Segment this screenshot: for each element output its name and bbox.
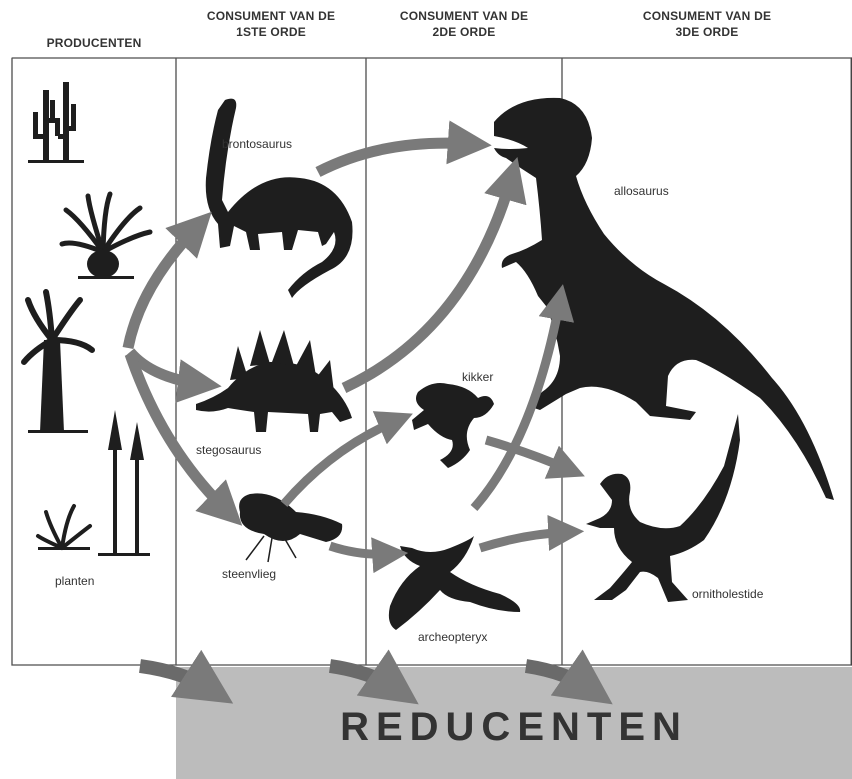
third-order-header: CONSUMENT VAN DE 3DE ORDE	[562, 8, 852, 40]
plants-label: planten	[55, 574, 94, 588]
arrow-stegosaurus-to-allosaurus	[344, 176, 512, 388]
second-order-header: CONSUMENT VAN DE 2DE ORDE	[366, 8, 562, 40]
cycad-plant-icon	[62, 194, 150, 279]
cactus-plant-icon	[28, 82, 84, 163]
arrow-plants-to-brontosaurus	[128, 226, 198, 348]
producers-header: PRODUCENTEN	[12, 35, 176, 51]
frog-icon	[412, 383, 494, 468]
arrow-frog-to-ornitholestes	[486, 440, 570, 470]
decomposers-label: REDUCENTEN	[176, 705, 852, 750]
archaeopteryx-icon	[389, 536, 520, 630]
first-order-header: CONSUMENT VAN DE 1STE ORDE	[176, 8, 366, 40]
arrow-stonefly-to-frog	[284, 420, 398, 504]
fern-plant-icon	[38, 506, 90, 550]
allosaurus-icon	[494, 98, 834, 500]
arrow-second-order-to-decomposers	[526, 666, 592, 690]
arrow-archaeopteryx-to-ornitholestes	[480, 532, 568, 548]
brontosaurus-label: brontosaurus	[222, 137, 292, 151]
stonefly-label: steenvlieg	[222, 567, 276, 581]
archaeopteryx-label: archeopteryx	[418, 630, 487, 644]
frog-label: kikker	[462, 370, 493, 384]
allosaurus-label: allosaurus	[614, 184, 669, 198]
arrow-producers-to-decomposers	[140, 666, 212, 690]
brontosaurus-icon	[206, 99, 353, 298]
stegosaurus-label: stegosaurus	[196, 443, 261, 457]
horsetail-plant-icon	[98, 410, 150, 556]
tree-fern-plant-icon	[24, 292, 92, 433]
stonefly-icon	[239, 493, 342, 562]
stegosaurus-icon	[196, 330, 352, 432]
arrow-brontosaurus-to-allosaurus	[318, 143, 472, 172]
ornitholestes-icon	[586, 414, 740, 602]
arrow-first-order-to-decomposers	[330, 666, 398, 690]
ornitholestes-label: ornitholestide	[692, 587, 763, 601]
arrow-stonefly-to-archaeopteryx	[330, 546, 392, 554]
